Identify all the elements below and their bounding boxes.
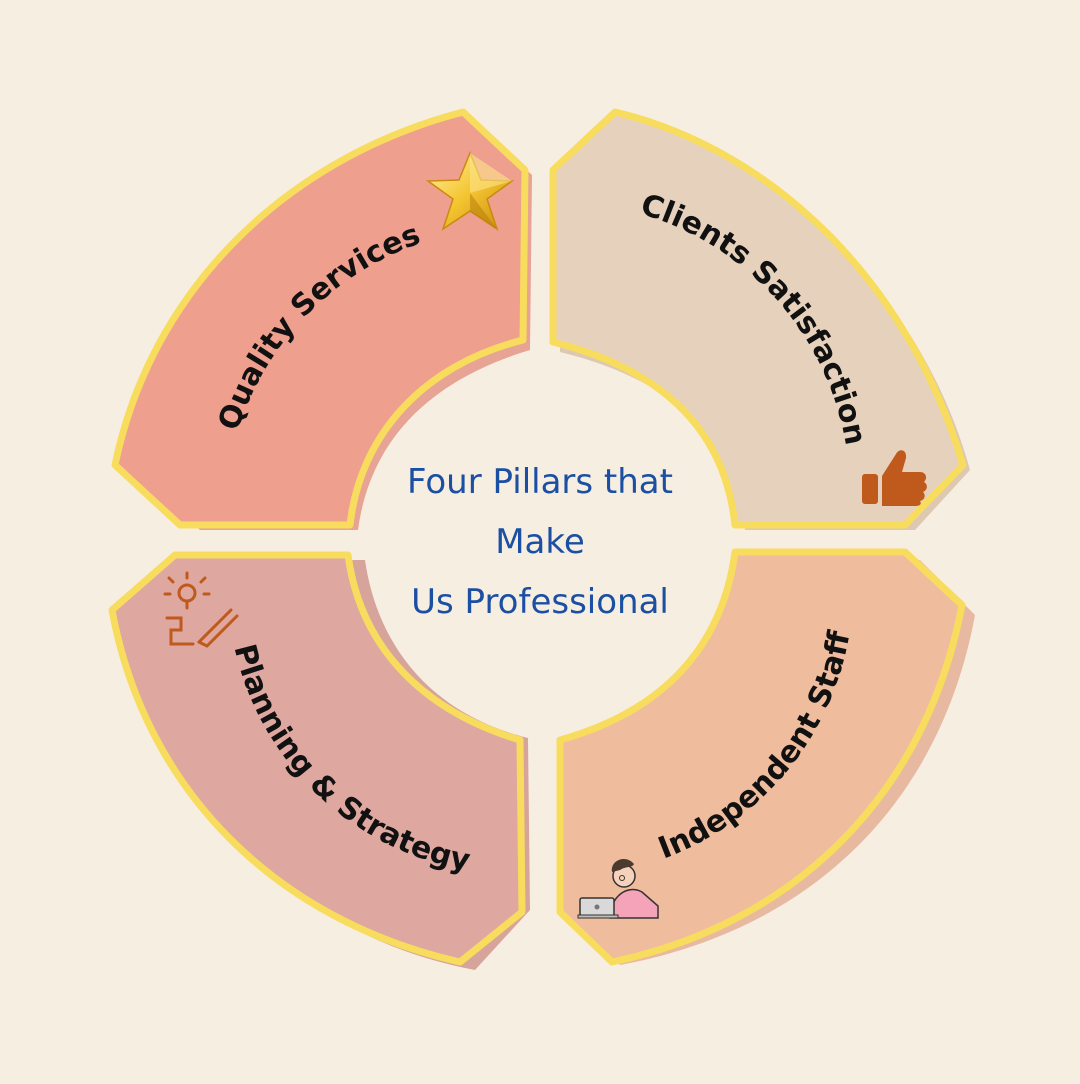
idea-planning-icon (163, 571, 239, 648)
pillar-independent-staff-shape (556, 548, 966, 966)
pillar-planning-strategy-shape (108, 551, 526, 966)
pillar-quality-services: Quality Services (111, 108, 532, 530)
center-title-line: Make (495, 522, 585, 562)
thumbs-up-icon (862, 450, 927, 506)
pillar-independent-staff: Independent Staff (556, 548, 975, 966)
center-title-line: Four Pillars that (407, 462, 673, 502)
pillar-quality-services-shape (111, 108, 529, 529)
pillar-planning-strategy: Planning & Strategy (108, 551, 530, 970)
center-title: Four Pillars that Make Us Professional (360, 452, 720, 632)
center-title-line: Us Professional (411, 582, 669, 622)
star-icon (425, 151, 515, 231)
person-laptop-icon (577, 858, 659, 919)
pillar-clients-satisfaction: Clients Satisfaction (549, 108, 970, 530)
pillar-clients-satisfaction-shape (549, 108, 967, 529)
